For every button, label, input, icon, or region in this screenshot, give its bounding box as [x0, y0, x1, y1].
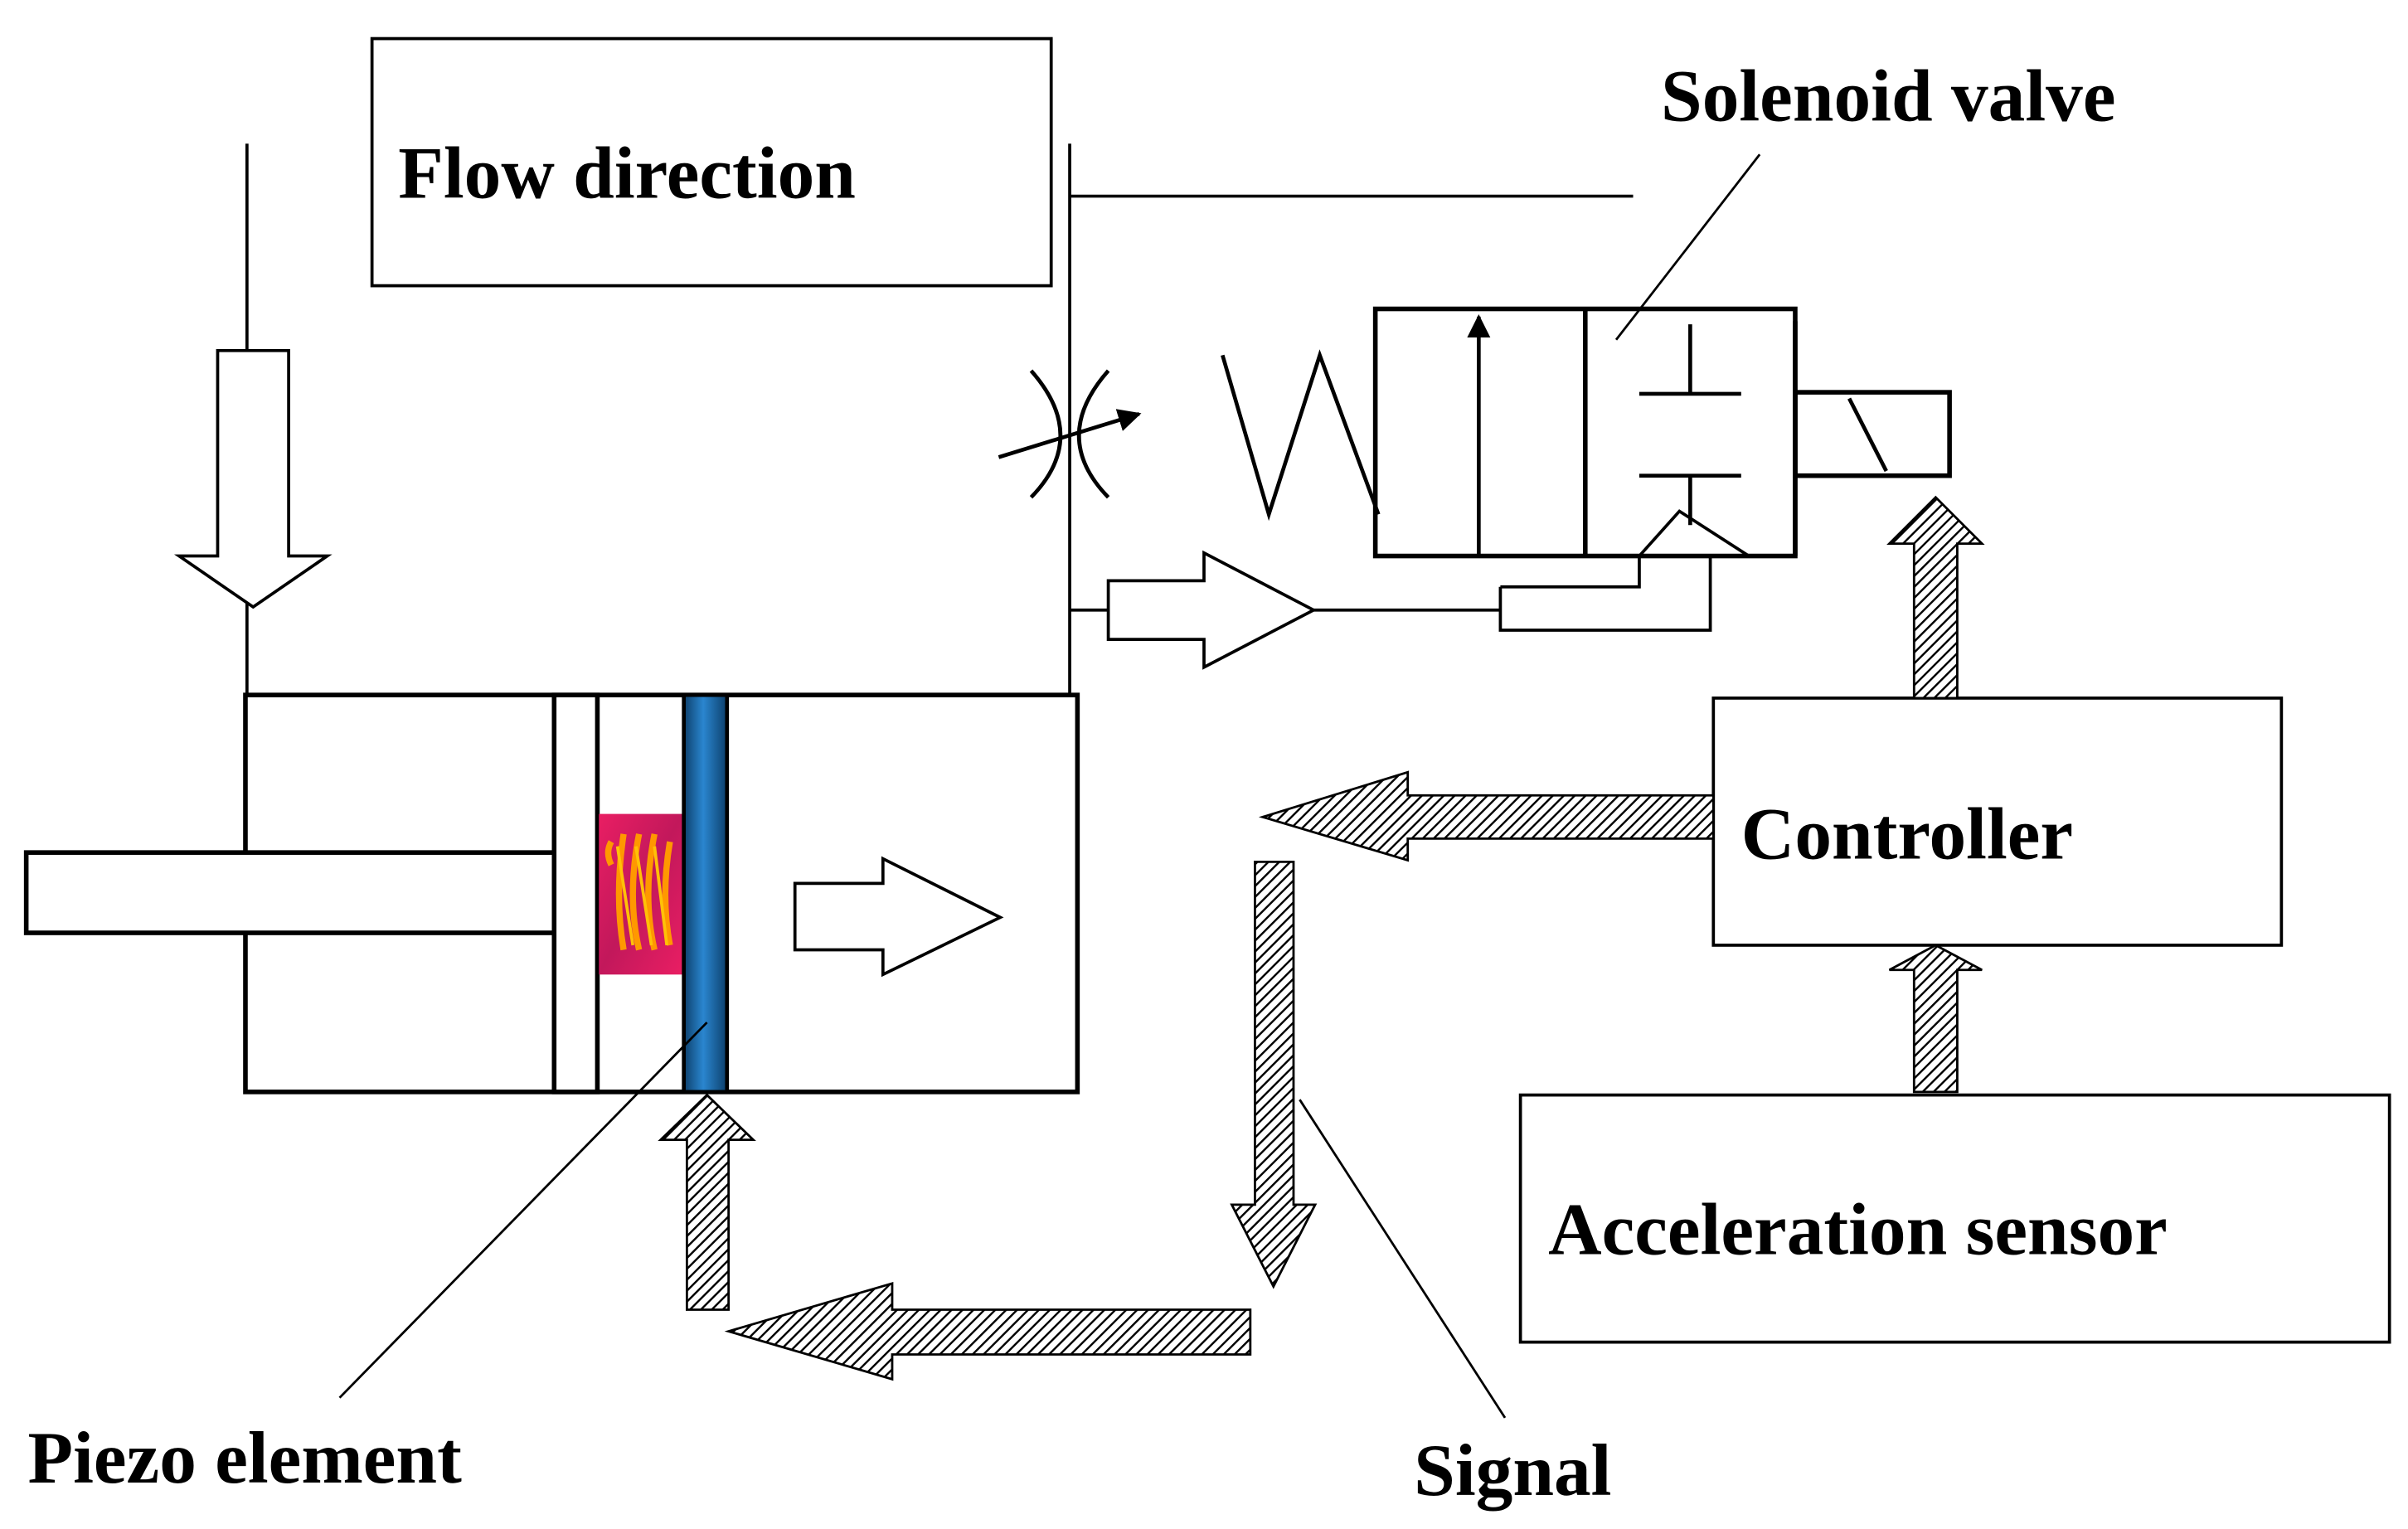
acceleration-sensor-box	[1518, 1093, 2391, 1344]
signal-arrow-controller-left	[1258, 770, 1715, 862]
piezo-element-bar	[682, 692, 730, 1095]
piston	[551, 692, 600, 1095]
valve-spring-icon	[1221, 349, 1381, 522]
signal-label: Signal	[1414, 1429, 1611, 1512]
controller-label: Controller	[1741, 794, 2073, 876]
return-flow-arrow	[1106, 550, 1318, 670]
piezo-element-label: Piezo element	[28, 1417, 463, 1499]
inlet-flow-arrow	[173, 348, 333, 609]
signal-arrow-controller-to-valve	[1886, 495, 1985, 700]
cylinder-motion-arrow	[793, 856, 1004, 978]
piezo-element-leader	[338, 1022, 708, 1399]
flow-direction-label: Flow direction	[398, 132, 856, 214]
solenoid-valve-leader	[1614, 153, 1761, 341]
solenoid-valve-label: Solenoid valve	[1661, 55, 2115, 137]
signal-leader	[1299, 1099, 1507, 1419]
spring-element-icon	[599, 813, 682, 975]
signal-arrow-bottom-left	[724, 1281, 1252, 1381]
piston-rod	[23, 850, 557, 935]
signal-arrow-to-piezo	[658, 1093, 756, 1311]
acceleration-sensor-label: Acceleration sensor	[1548, 1188, 2168, 1270]
signal-arrow-down	[1230, 860, 1318, 1289]
variable-throttle-icon	[998, 369, 1142, 499]
solenoid-coil-icon	[1793, 390, 1952, 478]
signal-arrow-sensor-to-controller	[1888, 944, 1983, 1094]
valve-blocked-ports-icon	[1639, 324, 1741, 526]
return-line-to-valve	[1498, 509, 1755, 632]
flow-direction-box	[370, 36, 1053, 288]
